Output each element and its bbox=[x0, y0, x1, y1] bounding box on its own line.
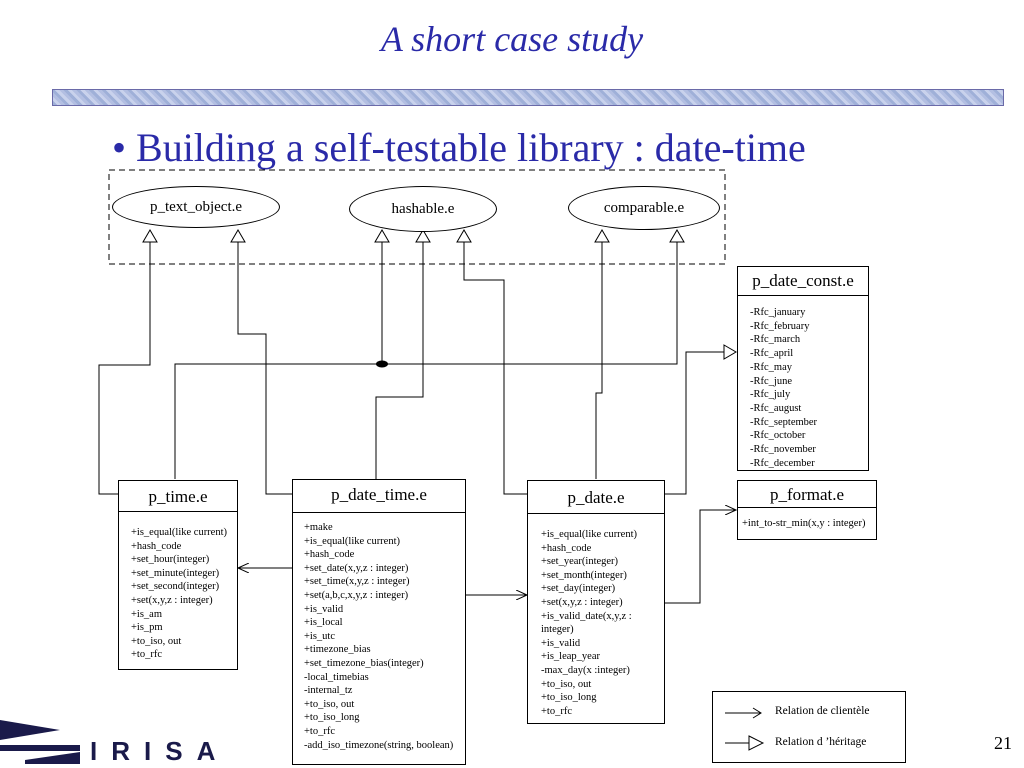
member: +is_pm bbox=[131, 622, 163, 634]
class-date-const-members: -Rfc_january -Rfc_february -Rfc_march -R… bbox=[738, 296, 868, 470]
hashable-joint-dot bbox=[376, 360, 388, 368]
class-date-const-name: p_date_const.e bbox=[738, 267, 868, 296]
member: +is_am bbox=[131, 608, 163, 620]
member: +hash_code bbox=[131, 540, 182, 552]
inherit-date-const bbox=[662, 344, 737, 495]
inherit-date-comparable bbox=[594, 229, 610, 479]
irisa-logo-shape bbox=[0, 720, 80, 764]
member: +int_to-str_min(x,y : integer) bbox=[742, 518, 866, 529]
member: +is_equal(like current) bbox=[131, 527, 228, 538]
class-format-name: p_format.e bbox=[738, 481, 876, 508]
bullet-text: • Building a self-testable library : dat… bbox=[112, 125, 806, 170]
class-time-members: +is_equal(like current) +hash_code +set_… bbox=[119, 512, 237, 662]
member: +make bbox=[304, 522, 333, 533]
member: -local_timebias bbox=[304, 671, 369, 683]
member: +to_iso, out bbox=[304, 698, 355, 710]
slide-title: A short case study bbox=[380, 19, 644, 59]
member: +is_local bbox=[304, 617, 343, 629]
class-date-time: p_date_time.e +make +is_equal(like curre… bbox=[292, 479, 466, 765]
member: +is_valid_date(x,y,z : bbox=[541, 610, 632, 622]
member: +set_day(integer) bbox=[541, 583, 616, 595]
member: +set(x,y,z : integer) bbox=[541, 596, 623, 608]
member: +set_month(integer) bbox=[541, 569, 627, 581]
member: +to_iso, out bbox=[541, 678, 592, 690]
member: -Rfc_may bbox=[750, 361, 792, 373]
legend-client-label: Relation de clientèle bbox=[775, 705, 870, 717]
class-date-time-members: +make +is_equal(like current) +hash_code… bbox=[293, 513, 465, 752]
inherit-date-hashable bbox=[456, 229, 527, 495]
comparable-oval: comparable.e bbox=[568, 186, 720, 230]
hashable-label: hashable.e bbox=[391, 200, 455, 217]
member: +to_iso_long bbox=[304, 712, 360, 724]
legend-arrows bbox=[725, 707, 765, 751]
member: +is_equal(like current) bbox=[304, 535, 401, 547]
member: integer) bbox=[541, 624, 574, 636]
member: +hash_code bbox=[541, 542, 592, 554]
inherit-time-hashable-comparable bbox=[174, 229, 685, 479]
class-time: p_time.e +is_equal(like current) +hash_c… bbox=[118, 480, 238, 670]
class-date-const: p_date_const.e -Rfc_january -Rfc_februar… bbox=[737, 266, 869, 471]
member: +to_rfc bbox=[541, 705, 572, 717]
class-format: p_format.e +int_to-str_min(x,y : integer… bbox=[737, 480, 877, 540]
member: +is_valid bbox=[541, 637, 581, 649]
page-number: 21 bbox=[994, 733, 1012, 753]
member: -Rfc_september bbox=[750, 416, 818, 428]
member: +is_valid bbox=[304, 603, 344, 615]
inherit-datetime-text bbox=[230, 229, 292, 495]
member: +set_hour(integer) bbox=[131, 554, 210, 566]
comparable-label: comparable.e bbox=[603, 199, 685, 216]
class-date-name: p_date.e bbox=[528, 481, 664, 514]
member: -Rfc_january bbox=[750, 307, 806, 318]
member: +is_equal(like current) bbox=[541, 529, 638, 540]
member: +is_leap_year bbox=[541, 651, 600, 663]
member: -Rfc_december bbox=[750, 457, 815, 469]
member: -Rfc_march bbox=[750, 334, 801, 346]
class-date-members: +is_equal(like current) +hash_code +set_… bbox=[528, 514, 664, 718]
member: +set_timezone_bias(integer) bbox=[304, 657, 424, 669]
member: +to_iso, out bbox=[131, 635, 182, 647]
irisa-logo-text: IRISA bbox=[90, 736, 230, 766]
inherit-time-text bbox=[98, 229, 158, 495]
member: -Rfc_july bbox=[750, 389, 791, 401]
member: +set_year(integer) bbox=[541, 556, 619, 568]
hashable-oval: hashable.e bbox=[349, 186, 497, 232]
member: -max_day(x :integer) bbox=[541, 664, 630, 676]
member: +hash_code bbox=[304, 549, 355, 561]
title-divider-bar bbox=[52, 89, 1004, 106]
member: -internal_tz bbox=[304, 685, 353, 697]
class-date-time-name: p_date_time.e bbox=[293, 480, 465, 513]
class-format-members: +int_to-str_min(x,y : integer) bbox=[738, 508, 876, 531]
member: -Rfc_august bbox=[750, 402, 802, 414]
member: +set(a,b,c,x,y,z : integer) bbox=[304, 589, 409, 601]
member: +to_iso_long bbox=[541, 692, 597, 704]
member: +timezone_bias bbox=[304, 644, 371, 656]
member: +set_minute(integer) bbox=[131, 567, 220, 579]
member: -add_iso_timezone(string, boolean) bbox=[304, 739, 454, 751]
legend-box: Relation de clientèle Relation d ’hérita… bbox=[712, 691, 906, 763]
member: -Rfc_june bbox=[750, 375, 792, 387]
member: +set_date(x,y,z : integer) bbox=[304, 562, 409, 574]
legend-inherit-label: Relation d ’héritage bbox=[775, 736, 867, 748]
interface-group-frame bbox=[108, 169, 726, 265]
member: -Rfc_february bbox=[750, 320, 810, 332]
member: -Rfc_october bbox=[750, 430, 806, 442]
class-date: p_date.e +is_equal(like current) +hash_c… bbox=[527, 480, 665, 724]
bullet-label: Building a self-testable library : date-… bbox=[136, 125, 806, 170]
member: -Rfc_april bbox=[750, 348, 794, 360]
member: +set(x,y,z : integer) bbox=[131, 594, 213, 606]
inherit-datetime-hashable bbox=[375, 229, 431, 479]
client-date-format bbox=[663, 510, 736, 604]
member: +set_time(x,y,z : integer) bbox=[304, 576, 410, 588]
class-time-name: p_time.e bbox=[119, 481, 237, 512]
member: +set_second(integer) bbox=[131, 581, 220, 593]
member: +to_rfc bbox=[304, 725, 335, 737]
p-text-object-label: p_text_object.e bbox=[149, 198, 243, 215]
member: +is_utc bbox=[304, 630, 336, 642]
member: -Rfc_november bbox=[750, 444, 816, 456]
member: +to_rfc bbox=[131, 649, 162, 661]
p-text-object-oval: p_text_object.e bbox=[112, 186, 280, 228]
